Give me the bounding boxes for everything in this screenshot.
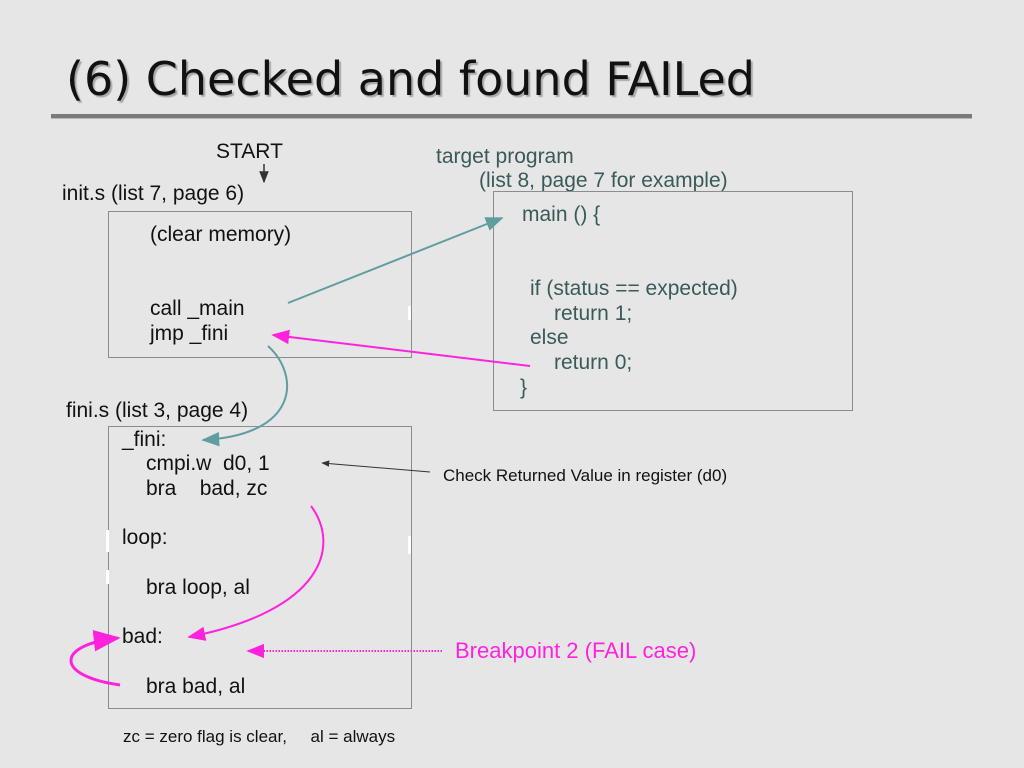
return-arrow bbox=[271, 329, 531, 367]
fini-line-cmpi: cmpi.w d0, 1 bbox=[146, 452, 270, 475]
init-line-clear-memory: (clear memory) bbox=[150, 223, 292, 246]
fini-line-bad-label: bad: bbox=[122, 625, 163, 648]
init-code-box bbox=[108, 211, 412, 358]
fini-line-bra-bad-al: bra bad, al bbox=[146, 675, 246, 698]
bad-loop-arrow bbox=[69, 629, 121, 687]
fini-line-label: _fini: bbox=[122, 428, 167, 451]
fini-box-gap-left-2 bbox=[106, 570, 109, 584]
target-line-if: if (status == expected) bbox=[530, 277, 738, 300]
breakpoint-note: Breakpoint 2 (FAIL case) bbox=[455, 638, 697, 663]
init-line-call-main: call _main bbox=[150, 297, 245, 320]
init-label: init.s (list 7, page 6) bbox=[62, 182, 245, 205]
jmp-fini-arrow bbox=[201, 345, 288, 447]
target-line-else: else bbox=[530, 326, 569, 349]
target-line-return-0: return 0; bbox=[554, 351, 633, 374]
fini-line-bra-loop: bra loop, al bbox=[146, 576, 250, 599]
fini-label: fini.s (list 3, page 4) bbox=[66, 399, 249, 422]
fini-line-loop-label: loop: bbox=[122, 526, 168, 549]
check-note-arrow bbox=[321, 460, 431, 473]
fini-box-gap-right bbox=[408, 536, 411, 554]
target-line-main: main () { bbox=[522, 203, 601, 226]
start-label: START bbox=[216, 140, 283, 163]
target-code-box bbox=[493, 191, 853, 411]
init-line-jmp-fini: jmp _fini bbox=[150, 322, 229, 345]
title-divider bbox=[51, 114, 972, 119]
target-line-return-1: return 1; bbox=[554, 302, 633, 325]
target-label-line2: (list 8, page 7 for example) bbox=[479, 169, 728, 192]
check-returned-value-note: Check Returned Value in register (d0) bbox=[443, 466, 728, 485]
fini-box-gap-left-1 bbox=[106, 530, 109, 552]
target-label-line1: target program bbox=[436, 145, 574, 168]
init-box-gap bbox=[408, 306, 411, 320]
fini-line-bra-bad: bra bad, zc bbox=[146, 477, 268, 500]
legend-note: zc = zero flag is clear, al = always bbox=[123, 727, 396, 746]
slide-title: (6) Checked and found FAILed bbox=[66, 52, 755, 106]
target-line-close-brace: } bbox=[520, 376, 528, 399]
bra-bad-arrow bbox=[187, 505, 325, 641]
call-main-arrow bbox=[287, 217, 504, 304]
